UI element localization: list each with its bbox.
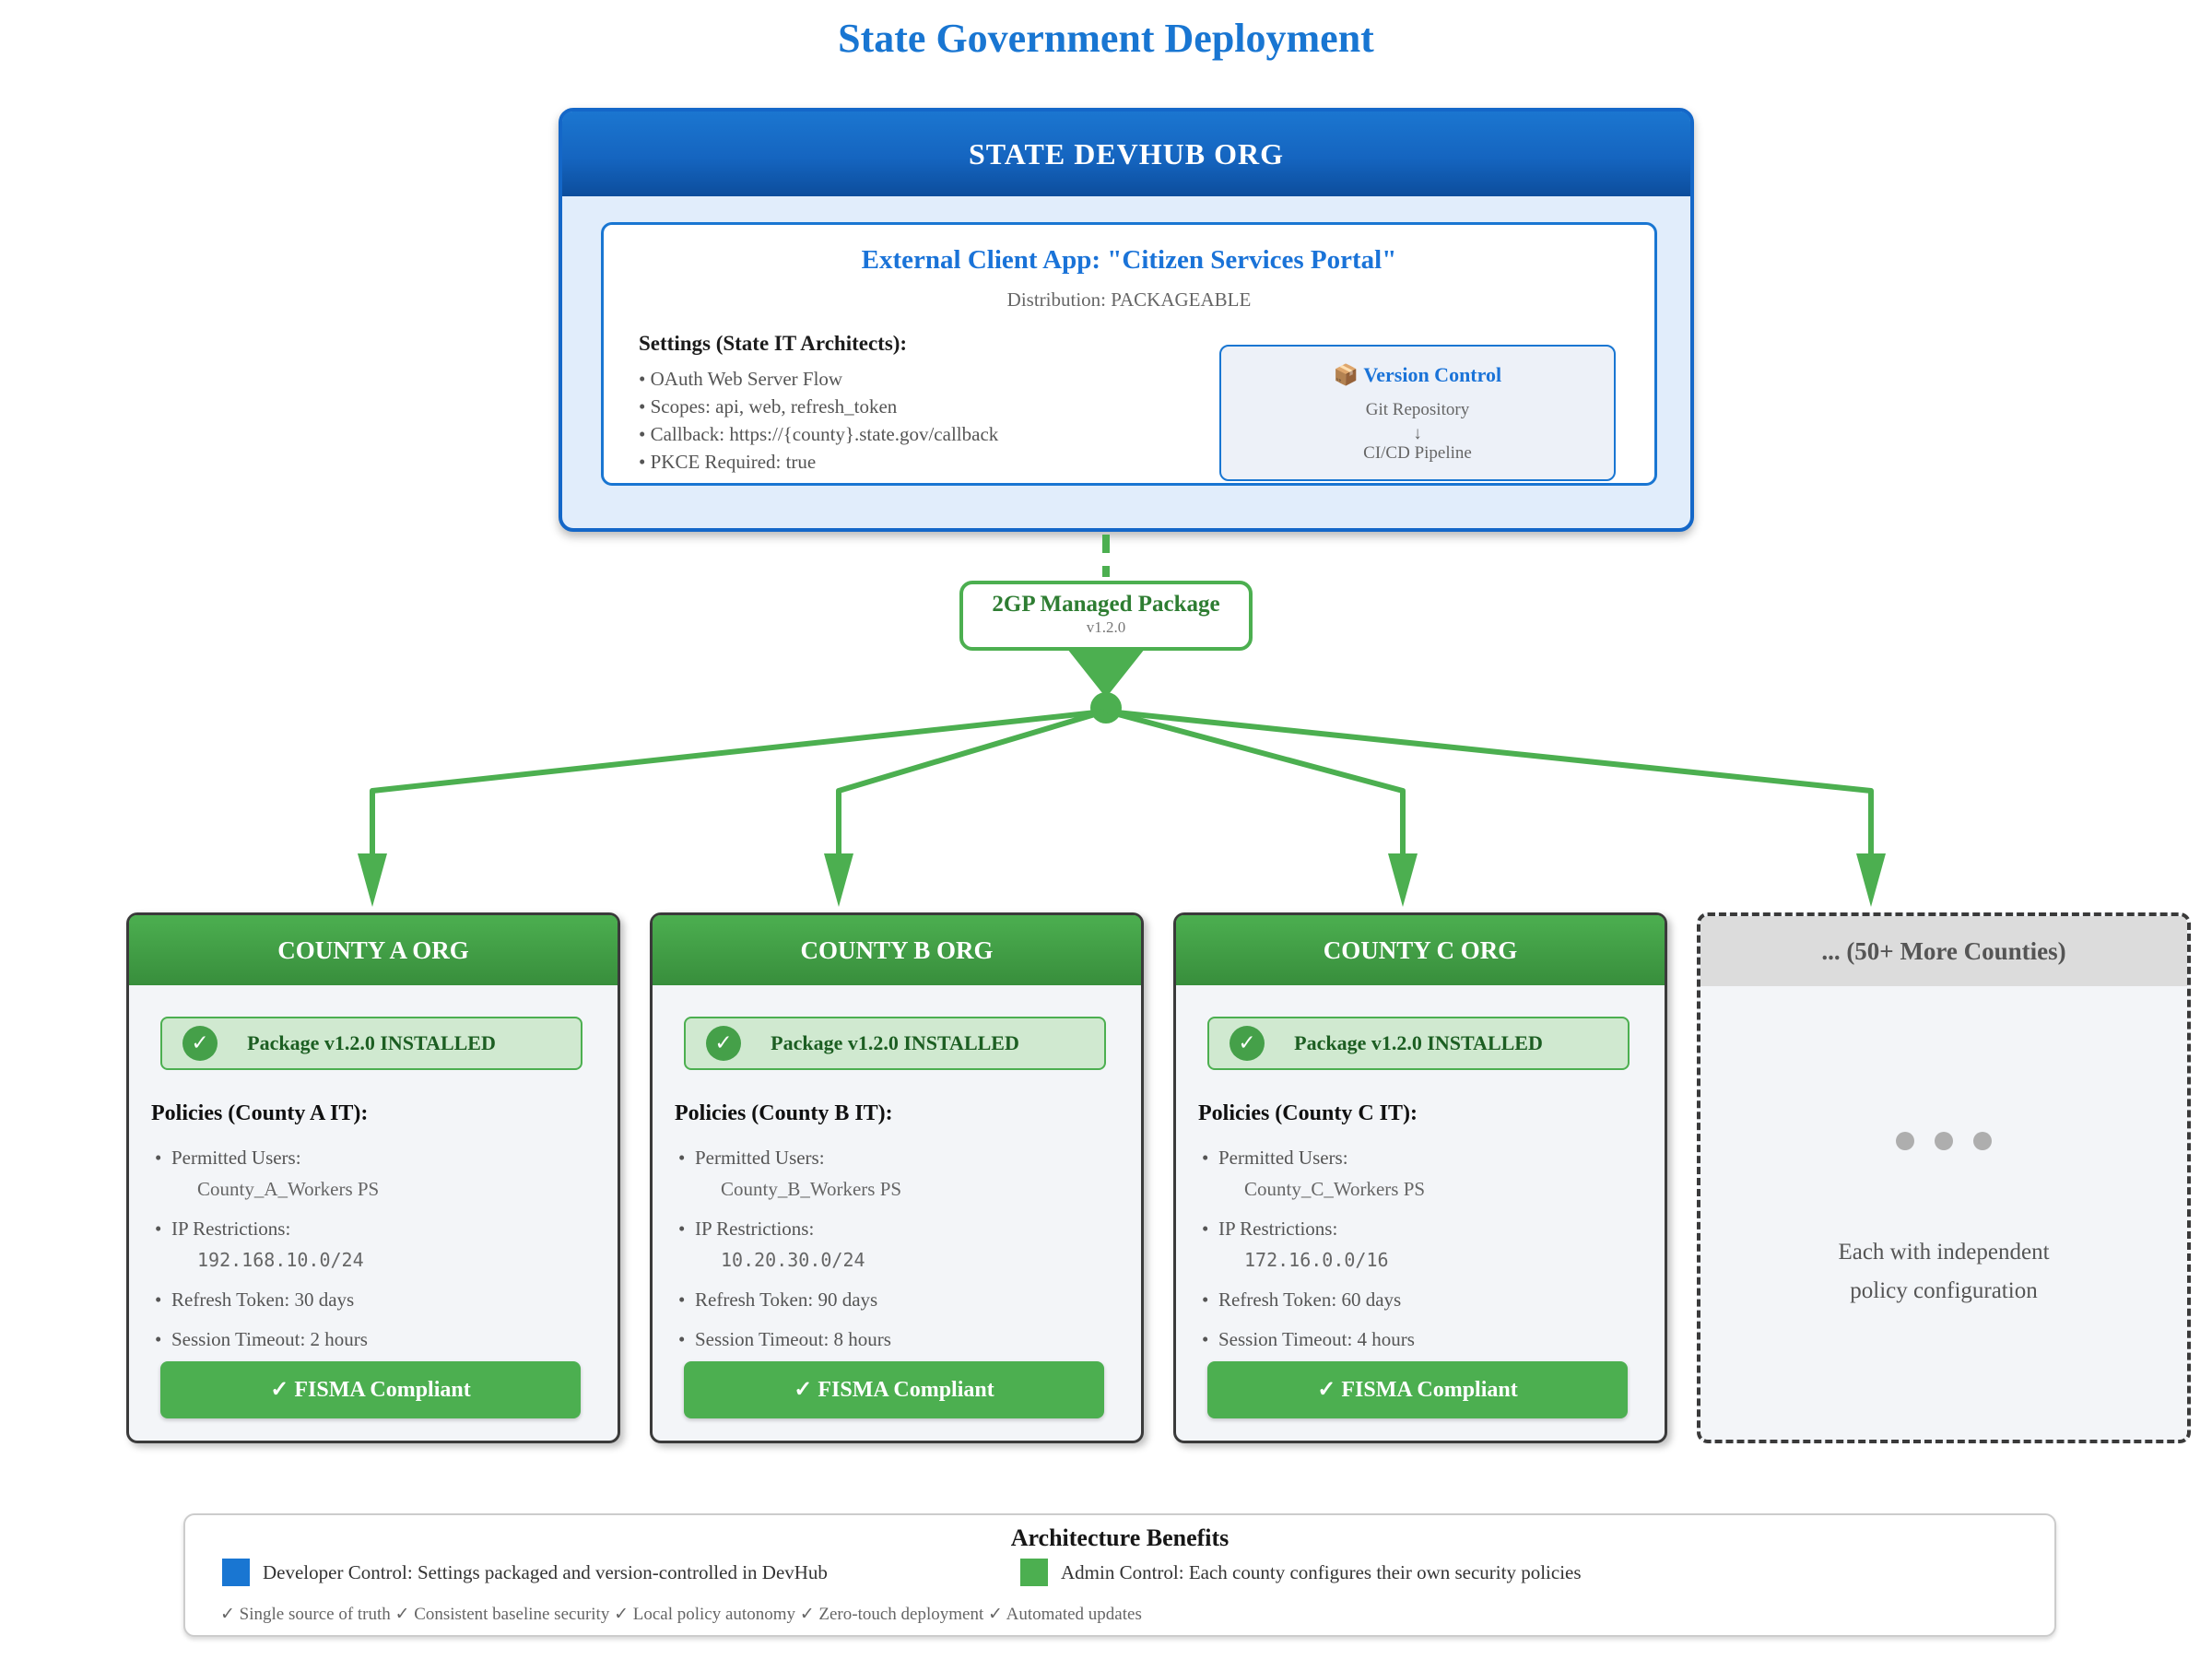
county-c-org-box: COUNTY C ORG ✓ Package v1.2.0 INSTALLED … — [1173, 912, 1667, 1443]
settings-list: OAuth Web Server Flow Scopes: api, web, … — [639, 365, 999, 476]
policies-heading: Policies (County A IT): — [151, 1101, 369, 1125]
county-a-org-box: COUNTY A ORG ✓ Package v1.2.0 INSTALLED … — [126, 912, 620, 1443]
fisma-compliant-banner: ✓ FISMA Compliant — [1207, 1361, 1628, 1418]
connector-to-county-c — [1107, 709, 1406, 857]
policy-item-session-timeout: Session Timeout: 2 hours — [155, 1326, 618, 1352]
client-app-title: External Client App: "Citizen Services P… — [861, 245, 1397, 275]
arrowhead-county-c — [1388, 853, 1418, 907]
ellipsis-dots — [1700, 1132, 2187, 1155]
architecture-benefits-box: Architecture Benefits Developer Control:… — [183, 1513, 2056, 1637]
arrowhead-more-counties — [1856, 853, 1886, 907]
package-icon: 📦 — [1333, 363, 1359, 386]
managed-package-version: v1.2.0 — [1086, 618, 1126, 636]
more-counties-note: Each with independent policy configurati… — [1700, 1233, 2187, 1311]
fisma-compliant-banner: ✓ FISMA Compliant — [684, 1361, 1104, 1418]
legend-admin-control: Admin Control: Each county configures th… — [1020, 1559, 1582, 1586]
git-repository-label: Git Repository — [1365, 400, 1470, 419]
setting-item: OAuth Web Server Flow — [639, 365, 998, 393]
policies-heading: Policies (County C IT): — [1198, 1101, 1418, 1125]
county-c-header: COUNTY C ORG — [1176, 915, 1665, 985]
check-icon: ✓ — [706, 1026, 741, 1061]
fisma-compliant-banner: ✓ FISMA Compliant — [160, 1361, 581, 1418]
policy-item-session-timeout: Session Timeout: 8 hours — [678, 1326, 1141, 1352]
dot-icon — [1973, 1132, 1992, 1150]
connector-to-more-counties — [1107, 709, 1874, 857]
distribution-label: Distribution: PACKAGEABLE — [1006, 288, 1252, 311]
permitted-users-label: Permitted Users: — [695, 1147, 825, 1169]
ip-restrictions-label: IP Restrictions: — [1218, 1218, 1338, 1240]
policy-item-permitted-users: Permitted Users: County_C_Workers PS — [1202, 1145, 1665, 1202]
permitted-users-label: Permitted Users: — [1218, 1147, 1348, 1169]
ip-restrictions-value: 192.168.10.0/24 — [197, 1249, 364, 1271]
permitted-users-value: County_C_Workers PS — [1244, 1178, 1426, 1200]
policy-item-refresh-token: Refresh Token: 90 days — [678, 1287, 1141, 1312]
ip-restrictions-value: 172.16.0.0/16 — [1244, 1249, 1389, 1271]
check-icon: ✓ — [182, 1026, 218, 1061]
policy-list: Permitted Users: County_A_Workers PS IP … — [155, 1145, 618, 1352]
note-line-1: Each with independent — [1838, 1240, 2050, 1265]
down-arrow-icon: ↓ — [1413, 424, 1422, 443]
policy-item-refresh-token: Refresh Token: 30 days — [155, 1287, 618, 1312]
dot-icon — [1935, 1132, 1953, 1150]
package-installed-badge: ✓ Package v1.2.0 INSTALLED — [160, 1017, 582, 1070]
arrowhead-county-b — [824, 853, 853, 907]
cicd-pipeline-label: CI/CD Pipeline — [1363, 443, 1472, 463]
policy-item-ip-restrictions: IP Restrictions: 172.16.0.0/16 — [1202, 1216, 1665, 1273]
permitted-users-value: County_A_Workers PS — [197, 1178, 380, 1200]
legend-developer-control: Developer Control: Settings packaged and… — [222, 1559, 828, 1586]
check-icon: ✓ — [1230, 1026, 1265, 1061]
note-line-2: policy configuration — [1850, 1278, 2038, 1303]
settings-heading: Settings (State IT Architects): — [639, 332, 908, 355]
external-client-app-box: External Client App: "Citizen Services P… — [601, 222, 1657, 486]
version-control-title: 📦 Version Control — [1221, 363, 1614, 387]
policy-item-ip-restrictions: IP Restrictions: 192.168.10.0/24 — [155, 1216, 618, 1273]
ip-restrictions-label: IP Restrictions: — [171, 1218, 291, 1240]
package-installed-badge: ✓ Package v1.2.0 INSTALLED — [684, 1017, 1106, 1070]
admin-control-label: Admin Control: Each county configures th… — [1061, 1560, 1582, 1583]
policy-list: Permitted Users: County_C_Workers PS IP … — [1202, 1145, 1665, 1352]
permitted-users-label: Permitted Users: — [171, 1147, 301, 1169]
setting-item: Scopes: api, web, refresh_token — [639, 393, 998, 420]
managed-package-box: 2GP Managed Package v1.2.0 — [959, 581, 1253, 651]
dot-icon — [1896, 1132, 1914, 1150]
devhub-org-header: STATE DEVHUB ORG — [562, 112, 1690, 196]
more-counties-box: ... (50+ More Counties) Each with indepe… — [1697, 912, 2191, 1443]
permitted-users-value: County_B_Workers PS — [721, 1178, 902, 1200]
blue-swatch-icon — [222, 1559, 250, 1586]
more-counties-header: ... (50+ More Counties) — [1700, 916, 2187, 986]
ip-restrictions-value: 10.20.30.0/24 — [721, 1249, 865, 1271]
policy-item-refresh-token: Refresh Token: 60 days — [1202, 1287, 1665, 1312]
green-swatch-icon — [1020, 1559, 1048, 1586]
policy-item-session-timeout: Session Timeout: 4 hours — [1202, 1326, 1665, 1352]
policy-item-ip-restrictions: IP Restrictions: 10.20.30.0/24 — [678, 1216, 1141, 1273]
installed-label: Package v1.2.0 INSTALLED — [771, 1031, 1019, 1054]
state-devhub-org-box: STATE DEVHUB ORG External Client App: "C… — [559, 108, 1694, 532]
installed-label: Package v1.2.0 INSTALLED — [1294, 1031, 1543, 1054]
settings-block: Settings (State IT Architects): OAuth We… — [639, 332, 998, 476]
benefits-checklist: ✓ Single source of truth ✓ Consistent ba… — [220, 1605, 1142, 1624]
policies-heading: Policies (County B IT): — [675, 1101, 893, 1125]
package-funnel — [1067, 649, 1145, 698]
policy-item-permitted-users: Permitted Users: County_A_Workers PS — [155, 1145, 618, 1202]
installed-label: Package v1.2.0 INSTALLED — [247, 1031, 496, 1054]
connector-to-county-a — [370, 709, 1105, 857]
setting-item: PKCE Required: true — [639, 448, 998, 476]
managed-package-title: 2GP Managed Package — [992, 592, 1220, 617]
policy-item-permitted-users: Permitted Users: County_B_Workers PS — [678, 1145, 1141, 1202]
page-title: State Government Deployment — [838, 16, 1374, 61]
version-control-label: Version Control — [1363, 363, 1502, 386]
developer-control-label: Developer Control: Settings packaged and… — [263, 1560, 828, 1583]
benefits-title: Architecture Benefits — [1010, 1524, 1230, 1551]
policy-list: Permitted Users: County_B_Workers PS IP … — [678, 1145, 1141, 1352]
version-control-box: 📦 Version Control Git Repository ↓ CI/CD… — [1219, 345, 1616, 481]
arrowhead-county-a — [358, 853, 387, 907]
package-installed-badge: ✓ Package v1.2.0 INSTALLED — [1207, 1017, 1630, 1070]
distribution-hub-node — [1090, 692, 1122, 724]
connector-to-county-b — [836, 709, 1105, 857]
county-b-header: COUNTY B ORG — [653, 915, 1141, 985]
county-b-org-box: COUNTY B ORG ✓ Package v1.2.0 INSTALLED … — [650, 912, 1144, 1443]
ip-restrictions-label: IP Restrictions: — [695, 1218, 815, 1240]
setting-item: Callback: https://{county}.state.gov/cal… — [639, 420, 999, 448]
county-a-header: COUNTY A ORG — [129, 915, 618, 985]
